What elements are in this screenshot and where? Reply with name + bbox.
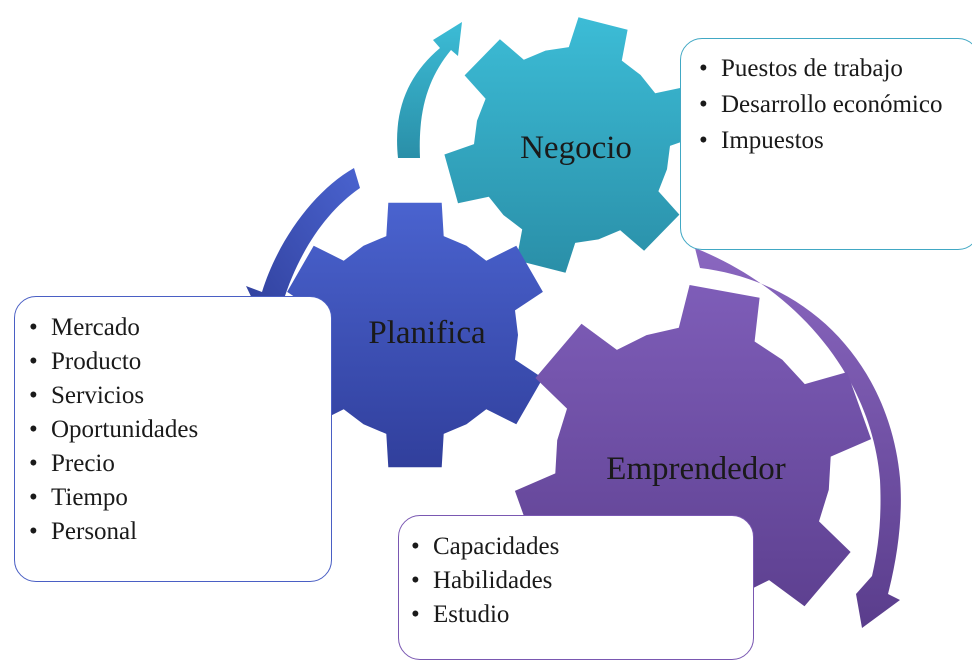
gear-negocio <box>444 17 700 273</box>
gear-planifica <box>287 202 543 468</box>
box-negocio: Puestos de trabajo Desarrollo económico … <box>680 38 972 250</box>
list-item: Precio <box>29 447 331 481</box>
list-item: Oportunidades <box>29 413 331 447</box>
gear-label-planifica: Planifica <box>368 315 486 351</box>
list-planifica: Mercado Producto Servicios Oportunidades… <box>29 311 331 549</box>
gear-label-emprendedor: Emprendedor <box>606 451 786 487</box>
box-emprendedor: Capacidades Habilidades Estudio <box>398 515 754 660</box>
list-item: Puestos de trabajo <box>699 54 972 84</box>
list-item: Tiempo <box>29 481 331 515</box>
list-item: Capacidades <box>411 530 753 564</box>
list-item: Habilidades <box>411 564 753 598</box>
list-emprendedor: Capacidades Habilidades Estudio <box>411 530 753 632</box>
box-planifica: Mercado Producto Servicios Oportunidades… <box>14 296 332 582</box>
list-item: Personal <box>29 515 331 549</box>
gear-label-negocio: Negocio <box>520 130 632 166</box>
list-negocio: Puestos de trabajo Desarrollo económico … <box>699 54 972 156</box>
list-item: Servicios <box>29 379 331 413</box>
arrow-purple <box>695 248 901 628</box>
arrow-teal <box>397 22 462 158</box>
list-item: Desarrollo económico <box>699 90 972 120</box>
list-item: Producto <box>29 345 331 379</box>
list-item: Impuestos <box>699 126 972 156</box>
list-item: Estudio <box>411 598 753 632</box>
list-item: Mercado <box>29 311 331 345</box>
